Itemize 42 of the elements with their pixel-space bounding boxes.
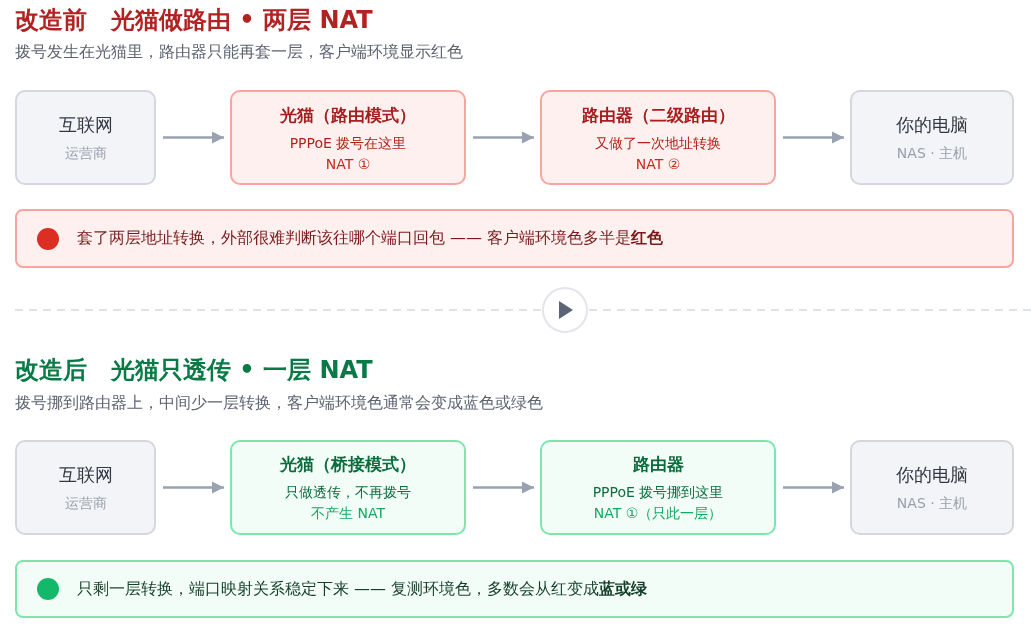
- box-subtitle: 又做了一次地址转换: [595, 134, 721, 153]
- arrow: [473, 131, 534, 144]
- box-subtitle: PPPoE 拨号在这里: [289, 134, 407, 153]
- box-subtitle: 只做透传，不再拨号: [285, 483, 411, 502]
- box-title: 路由器: [632, 452, 684, 476]
- device-box: [15, 440, 156, 535]
- device-box: [230, 90, 466, 185]
- callout-box: [15, 560, 1014, 618]
- box-title: 互联网: [58, 462, 113, 487]
- box-title: 光猫（路由模式）: [280, 103, 416, 127]
- arrow: [783, 131, 844, 144]
- arrow: [163, 481, 224, 494]
- box-note: NAT ②: [635, 155, 681, 172]
- box-note: NAT ①（只此一层）: [593, 504, 723, 523]
- box-title: 光猫（桥接模式）: [280, 452, 416, 476]
- callout-text: 只剩一层转换，端口映射关系稳定下来 —— 复测环境色，多数会从红变成蓝或绿: [77, 578, 648, 600]
- box-title: 你的电脑: [896, 112, 968, 137]
- box-subtitle: 运营商: [64, 494, 107, 513]
- box-title: 互联网: [58, 112, 113, 137]
- box-note: 不产生 NAT: [311, 504, 385, 523]
- arrow: [783, 481, 844, 494]
- device-box: [230, 440, 466, 535]
- arrow: [473, 481, 534, 494]
- device-box: [540, 90, 776, 185]
- box-subtitle: 运营商: [64, 144, 107, 163]
- section-heading: 改造前 光猫做路由 • 两层 NAT: [15, 5, 373, 36]
- box-subtitle: PPPoE 拨号挪到这里: [592, 483, 724, 502]
- callout-box: [15, 209, 1014, 268]
- callout-text: 套了两层地址转换，外部很难判断该往哪个端口回包 —— 客户端环境色多半是红色: [77, 228, 664, 249]
- device-box: [540, 440, 776, 535]
- section-heading: 改造后 光猫只透传 • 一层 NAT: [15, 355, 373, 386]
- section-description: 拨号挪到路由器上，中间少一层转换，客户端环境色通常会变成蓝色或绿色: [15, 393, 543, 414]
- box-subtitle: NAS · 主机: [896, 144, 968, 163]
- box-note: NAT ①: [325, 155, 371, 172]
- box-title: 你的电脑: [896, 462, 968, 487]
- box-subtitle: NAS · 主机: [896, 494, 968, 513]
- arrow: [163, 131, 224, 144]
- box-title: 路由器（二级路由）: [581, 103, 735, 127]
- device-box: [15, 90, 156, 185]
- device-box: [850, 90, 1014, 185]
- device-box: [850, 440, 1014, 535]
- section-description: 拨号发生在光猫里，路由器只能再套一层，客户端环境显示红色: [15, 42, 463, 63]
